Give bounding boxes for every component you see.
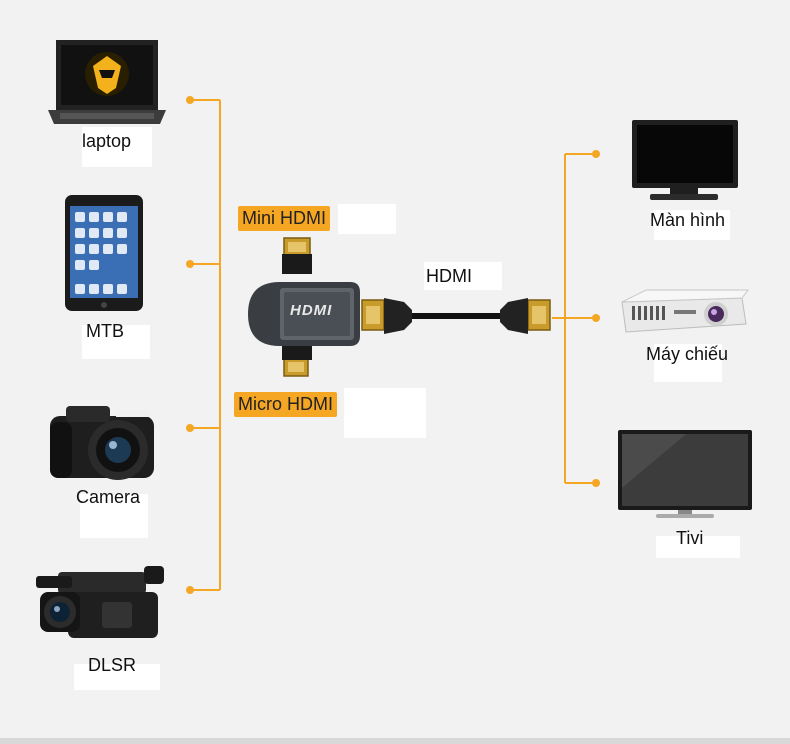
device-label-projector: Máy chiếu: [646, 344, 729, 364]
device-label-mtb: MTB: [86, 321, 124, 341]
bottom-divider: [0, 738, 790, 744]
camera-icon: [50, 406, 154, 480]
hdmi-cable: [361, 298, 551, 334]
projector-icon: [621, 289, 749, 333]
left-connector-dots: [186, 96, 194, 594]
device-label-tv: Tivi: [676, 528, 704, 548]
device-label-laptop: laptop: [82, 131, 132, 151]
device-label-dlsr: DLSR: [88, 655, 137, 675]
right-connector-dots: [592, 150, 600, 487]
device-label-camera: Camera: [76, 487, 141, 507]
micro-hdmi-tag: Micro HDMI: [234, 392, 337, 417]
monitor-icon: [632, 120, 738, 200]
laptop-icon: [48, 40, 166, 124]
mini-hdmi-tag: Mini HDMI: [238, 206, 330, 231]
tablet-icon: [65, 195, 143, 311]
cable-label: HDMI: [426, 266, 472, 286]
device-label-monitor: Màn hình: [650, 210, 726, 230]
camcorder-icon: [36, 566, 164, 638]
adapter-hdmi-logo: HDMI: [290, 302, 333, 319]
tv-icon: [618, 430, 752, 518]
right-connector-lines: [552, 153, 596, 484]
hdmi-adapter: [248, 237, 360, 377]
left-connector-lines: [190, 99, 221, 591]
